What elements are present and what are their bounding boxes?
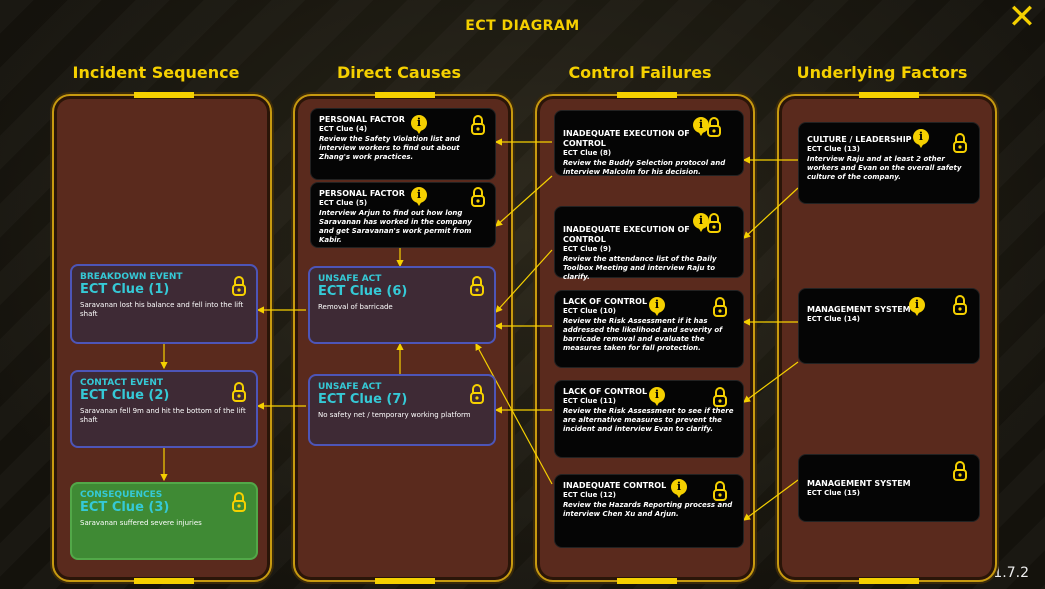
card-unsafe-act-6[interactable]: UNSAFE ACT ECT Clue (6) Removal of barri… <box>308 266 496 344</box>
close-icon[interactable]: ✕ <box>1007 0 1037 37</box>
card-clue: ECT Clue (5) <box>319 199 368 207</box>
card-type: CONTACT EVENT <box>80 378 164 388</box>
card-clue: ECT Clue (1) <box>80 282 170 297</box>
info-icon[interactable]: i <box>909 297 925 316</box>
lock-icon <box>232 276 246 296</box>
card-clue: ECT Clue (14) <box>807 315 860 323</box>
card-type: LACK OF CONTROL <box>563 387 648 396</box>
card-type: CULTURE / LEADERSHIP <box>807 135 912 144</box>
card-contact-event[interactable]: CONTACT EVENT ECT Clue (2) Saravanan fel… <box>70 370 258 448</box>
lock-icon <box>707 117 721 137</box>
info-icon[interactable]: i <box>411 115 427 134</box>
card-clue: ECT Clue (12) <box>563 491 616 499</box>
card-desc: No safety net / temporary working platfo… <box>318 411 471 419</box>
card-desc: Review the Hazards Reporting process and… <box>563 501 733 518</box>
lock-icon <box>232 382 246 402</box>
card-clue: ECT Clue (7) <box>318 392 408 407</box>
lock-icon <box>713 481 727 501</box>
info-icon[interactable]: i <box>693 117 709 136</box>
card-clue: ECT Clue (8) <box>563 149 612 157</box>
card-type: PERSONAL FACTOR <box>319 115 405 124</box>
card-desc: Saravanan suffered severe injuries <box>80 519 202 527</box>
card-type: LACK OF CONTROL <box>563 297 648 306</box>
lock-icon <box>471 187 485 207</box>
info-icon[interactable]: i <box>411 187 427 206</box>
card-type: CONSEQUENCES <box>80 490 163 500</box>
card-clue: ECT Clue (3) <box>80 500 170 515</box>
card-personal-factor-4[interactable]: PERSONAL FACTOR ECT Clue (4) Review the … <box>310 108 496 180</box>
card-culture-leadership-13[interactable]: CULTURE / LEADERSHIP ECT Clue (13) Inter… <box>798 122 980 204</box>
info-icon[interactable]: i <box>671 479 687 498</box>
card-control-11[interactable]: LACK OF CONTROL ECT Clue (11) Review the… <box>554 380 744 458</box>
card-desc: Interview Arjun to find out how long Sar… <box>319 209 472 244</box>
info-icon[interactable]: i <box>649 297 665 316</box>
column-header-control: Control Failures <box>568 63 712 82</box>
card-clue: ECT Clue (4) <box>319 125 368 133</box>
column-header-incident: Incident Sequence <box>72 63 240 82</box>
info-icon[interactable]: i <box>649 387 665 406</box>
card-control-10[interactable]: LACK OF CONTROL ECT Clue (10) Review the… <box>554 290 744 368</box>
card-management-system-15[interactable]: MANAGEMENT SYSTEM ECT Clue (15) <box>798 454 980 522</box>
card-control-12[interactable]: INADEQUATE CONTROL ECT Clue (12) Review … <box>554 474 744 548</box>
lock-icon <box>470 384 484 404</box>
card-type: UNSAFE ACT <box>318 382 382 392</box>
card-desc: Review the Safety Violation list and int… <box>319 135 460 161</box>
lock-icon <box>953 133 967 153</box>
card-clue: ECT Clue (15) <box>807 489 860 497</box>
card-desc: Removal of barricade <box>318 303 393 311</box>
card-desc: Review the Risk Assessment if it has add… <box>563 317 723 352</box>
card-desc: Review the Buddy Selection protocol and … <box>563 159 726 176</box>
page-title: ECT DIAGRAM <box>465 18 580 34</box>
column-header-underlying: Underlying Factors <box>796 63 968 82</box>
card-control-8[interactable]: INADEQUATE EXECUTION OF CONTROL ECT Clue… <box>554 110 744 176</box>
card-type: MANAGEMENT SYSTEM <box>807 479 911 488</box>
lock-icon <box>953 295 967 315</box>
card-desc: Review the attendance list of the Daily … <box>563 255 717 281</box>
card-type: BREAKDOWN EVENT <box>80 272 183 282</box>
lock-icon <box>707 213 721 233</box>
card-breakdown-event[interactable]: BREAKDOWN EVENT ECT Clue (1) Saravanan l… <box>70 264 258 344</box>
card-type: INADEQUATE CONTROL <box>563 481 667 490</box>
card-management-system-14[interactable]: MANAGEMENT SYSTEM ECT Clue (14) i <box>798 288 980 364</box>
lock-icon <box>713 387 727 407</box>
card-desc: Interview Raju and at least 2 other work… <box>807 155 962 181</box>
info-icon[interactable]: i <box>693 213 709 232</box>
lock-icon <box>713 297 727 317</box>
card-clue: ECT Clue (10) <box>563 307 616 315</box>
card-clue: ECT Clue (6) <box>318 284 408 299</box>
lock-icon <box>470 276 484 296</box>
card-clue: ECT Clue (11) <box>563 397 616 405</box>
card-desc: Saravanan fell 9m and hit the bottom of … <box>80 407 246 424</box>
card-clue: ECT Clue (13) <box>807 145 860 153</box>
card-type: INADEQUATE EXECUTION OF CONTROL <box>563 225 690 244</box>
card-type: INADEQUATE EXECUTION OF CONTROL <box>563 129 690 148</box>
card-desc: Saravanan lost his balance and fell into… <box>80 301 244 318</box>
column-header-direct: Direct Causes <box>336 63 462 82</box>
card-type: UNSAFE ACT <box>318 274 382 284</box>
card-type: MANAGEMENT SYSTEM <box>807 305 911 314</box>
card-personal-factor-5[interactable]: PERSONAL FACTOR ECT Clue (5) Interview A… <box>310 182 496 248</box>
card-unsafe-act-7[interactable]: UNSAFE ACT ECT Clue (7) No safety net / … <box>308 374 496 446</box>
card-desc: Review the Risk Assessment to see if the… <box>563 407 734 433</box>
lock-icon <box>232 492 246 512</box>
info-icon[interactable]: i <box>913 129 929 148</box>
lock-icon <box>953 461 967 481</box>
card-clue: ECT Clue (2) <box>80 388 170 403</box>
card-control-9[interactable]: INADEQUATE EXECUTION OF CONTROL ECT Clue… <box>554 206 744 281</box>
card-type: PERSONAL FACTOR <box>319 189 405 198</box>
card-clue: ECT Clue (9) <box>563 245 612 253</box>
lock-icon <box>471 115 485 135</box>
card-consequences[interactable]: CONSEQUENCES ECT Clue (3) Saravanan suff… <box>70 482 258 560</box>
